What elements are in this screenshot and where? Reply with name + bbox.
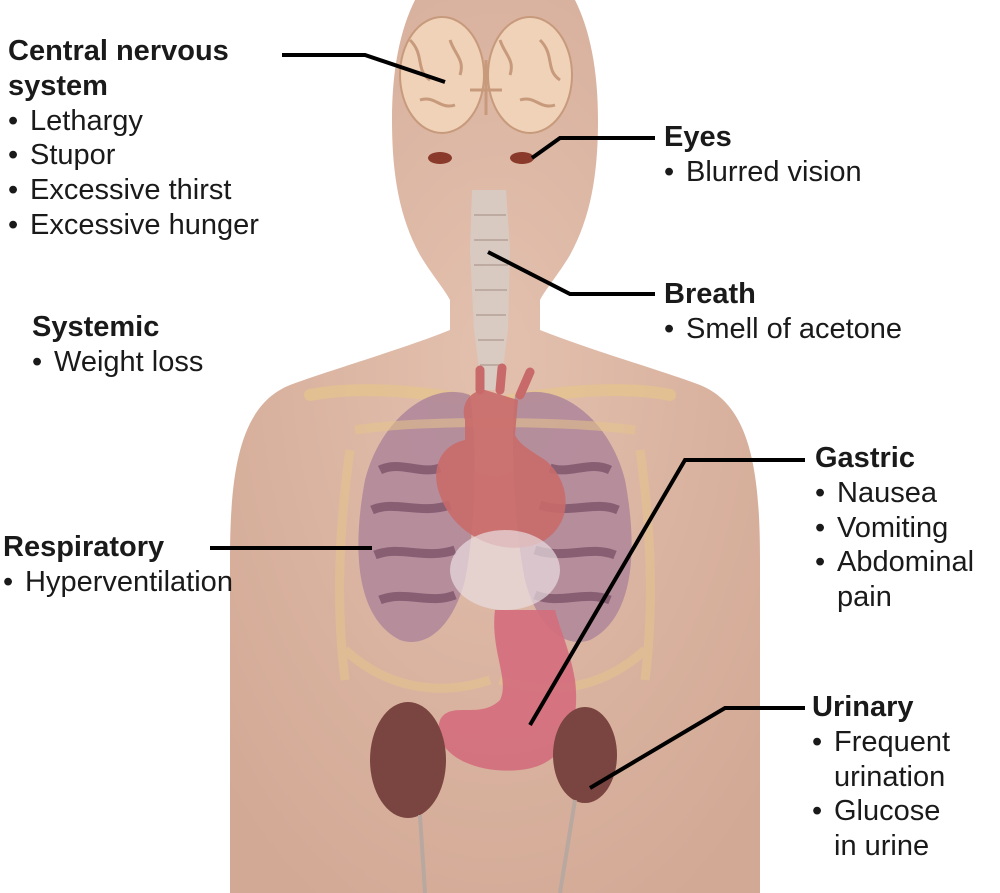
urinary-label-group: Urinary •Frequent urination •Glucose in … [812,690,950,864]
urinary-item-frequent-cont: urination [834,760,946,793]
gastric-item-abdominal-cont: pain [837,581,892,614]
cns-label-group: Central nervous system •Lethargy •Stupor… [8,34,259,243]
brain [399,16,573,134]
right-eye [510,152,534,164]
eyes-leader-line [530,136,655,160]
urinary-title: Urinary [812,691,914,723]
breath-title: Breath [664,278,756,310]
eyes-item-blurred-vision: •Blurred vision [664,155,862,188]
cns-leader-line [282,53,446,84]
breath-item-smell-of-acetone: •Smell of acetone [664,312,903,345]
left-eye [428,152,452,164]
gastric-label-group: Gastric •Nausea •Vomiting •Abdominal pai… [815,441,974,615]
respiratory-item-hyperventilation: •Hyperventilation [3,565,233,598]
heart [436,363,566,610]
ureters [418,799,577,893]
eyes-label-group: Eyes •Blurred vision [664,120,862,190]
stomach [438,610,577,771]
gastric-item-vomiting: •Vomiting [815,511,949,544]
cns-item-stupor: •Stupor [8,139,116,172]
eyes-title: Eyes [664,121,732,153]
gastric-title: Gastric [815,442,915,474]
systemic-title: Systemic [32,311,160,343]
urinary-item-glucose: •Glucose [812,795,941,828]
cns-item-excessive-hunger: •Excessive hunger [8,208,259,241]
systemic-item-weight-loss: •Weight loss [32,345,204,378]
systemic-label-group: Systemic •Weight loss [32,310,203,380]
right-kidney [553,707,617,803]
urinary-item-glucose-cont: in urine [834,830,930,863]
respiratory-title: Respiratory [3,531,165,563]
gastric-item-abdominal: •Abdominal [815,546,975,579]
cns-item-excessive-thirst: •Excessive thirst [8,174,232,207]
cns-item-lethargy: •Lethargy [8,104,143,137]
gastric-item-nausea: •Nausea [815,476,937,509]
leader-lines [210,53,805,790]
cns-title-line1: Central nervous [8,35,229,67]
breath-leader-line [487,250,655,296]
trachea [470,190,510,390]
left-kidney [370,702,446,818]
urinary-item-frequent: •Frequent [812,725,951,758]
cns-title-line2: system [8,69,108,102]
breath-label-group: Breath •Smell of acetone [664,277,902,347]
respiratory-label-group: Respiratory •Hyperventilation [3,530,233,600]
gastric-leader-line [528,458,805,727]
urinary-leader-line [588,706,805,790]
